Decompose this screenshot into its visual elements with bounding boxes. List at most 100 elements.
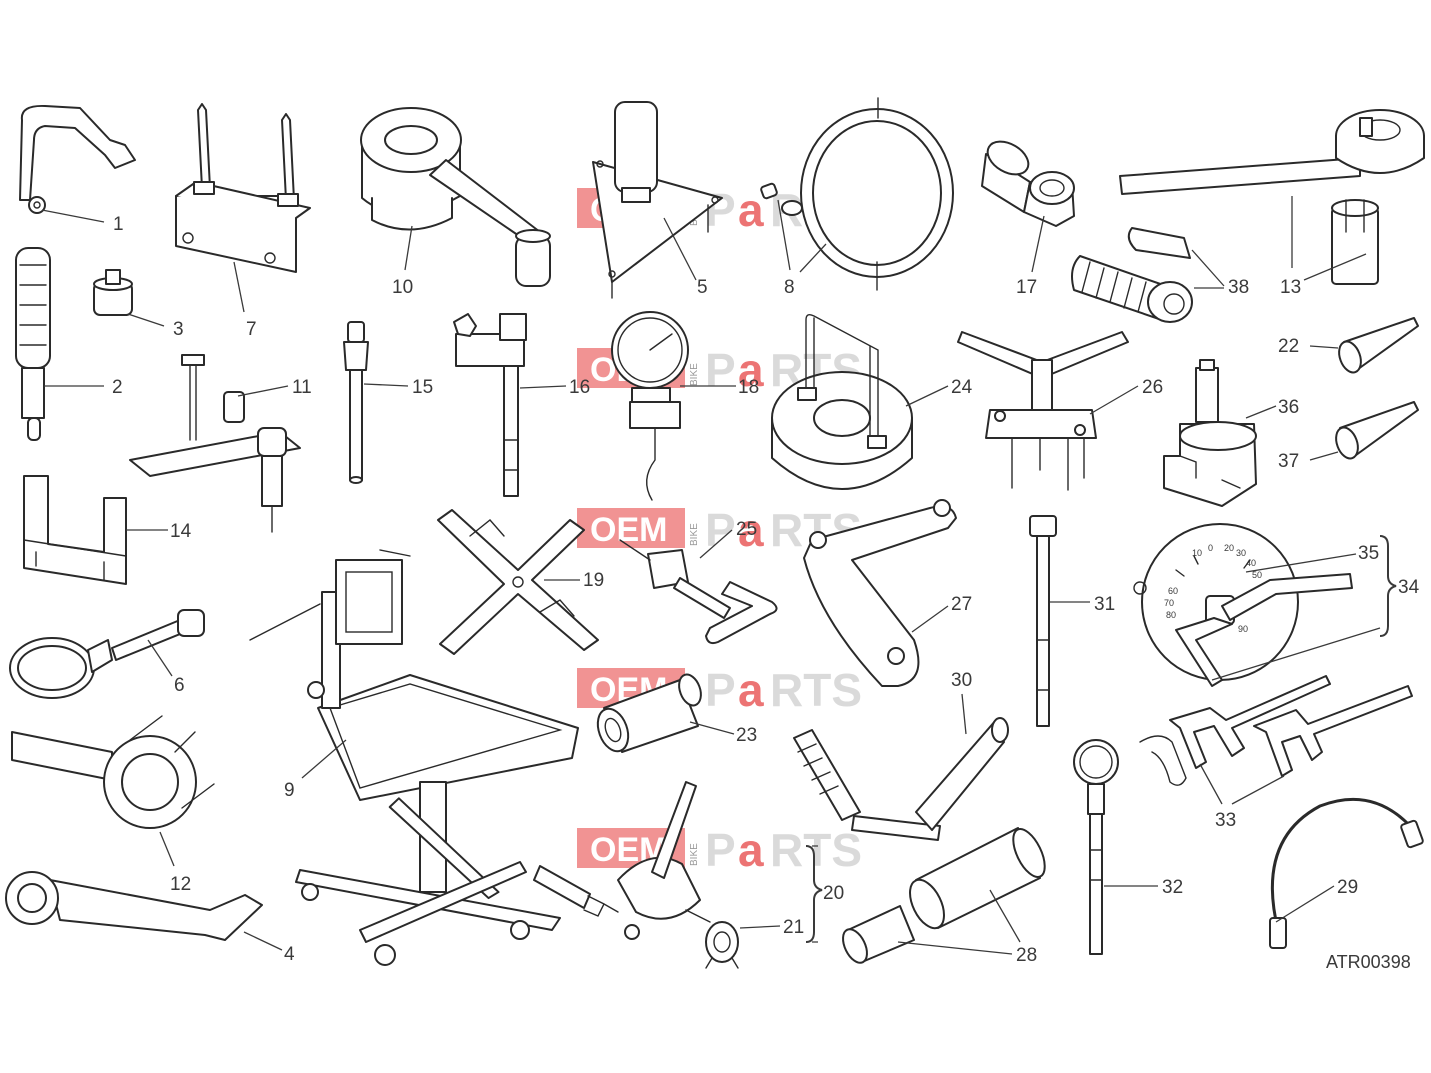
label-7: 7 xyxy=(246,319,257,340)
part-36-drawing xyxy=(1163,359,1257,507)
part-26-drawing xyxy=(957,331,1129,491)
label-16: 16 xyxy=(569,377,590,398)
label-31: 31 xyxy=(1094,594,1115,615)
part-33-drawing xyxy=(1139,675,1413,786)
part-23-drawing xyxy=(596,673,702,753)
part-15-drawing xyxy=(343,321,369,484)
part-11-drawing xyxy=(129,354,301,533)
label-14: 14 xyxy=(170,521,192,542)
leader-lines xyxy=(41,196,1397,955)
label-6: 6 xyxy=(174,675,185,696)
svg-text:a: a xyxy=(738,664,764,716)
svg-text:P: P xyxy=(705,184,736,236)
part-2-drawing xyxy=(15,247,51,441)
svg-text:BIKE: BIKE xyxy=(689,363,700,386)
label-8: 8 xyxy=(784,277,795,298)
part-20-drawing xyxy=(533,781,711,940)
svg-text:OEM: OEM xyxy=(590,511,667,549)
part-14-drawing xyxy=(23,475,127,585)
label-2: 2 xyxy=(112,377,123,398)
label-30: 30 xyxy=(951,670,972,691)
label-32: 32 xyxy=(1162,877,1183,898)
label-26: 26 xyxy=(1142,377,1163,398)
label-19: 19 xyxy=(583,570,604,591)
part-labels: 1 2 3 4 5 6 7 8 9 10 11 12 13 14 15 16 1… xyxy=(112,214,1420,972)
label-13: 13 xyxy=(1280,277,1301,298)
svg-text:RTS: RTS xyxy=(770,664,862,716)
label-4: 4 xyxy=(284,944,295,965)
drawing-code: ATR00398 xyxy=(1326,952,1411,972)
part-12-drawing xyxy=(11,715,215,829)
dial-tick-30: 30 xyxy=(1236,548,1246,558)
svg-text:a: a xyxy=(738,344,764,396)
label-34: 34 xyxy=(1398,577,1420,598)
dial-tick-70: 70 xyxy=(1164,598,1174,608)
dial-tick-50: 50 xyxy=(1252,570,1262,580)
part-16-drawing xyxy=(453,313,527,497)
part-13-drawing xyxy=(1119,109,1425,285)
part-19-drawing xyxy=(437,509,599,655)
label-38: 38 xyxy=(1228,277,1249,298)
svg-text:P: P xyxy=(705,344,736,396)
label-17: 17 xyxy=(1016,277,1037,298)
part-3-drawing xyxy=(93,269,133,316)
label-24: 24 xyxy=(951,377,973,398)
svg-text:RTS: RTS xyxy=(770,824,862,876)
label-37: 37 xyxy=(1278,451,1299,472)
svg-text:a: a xyxy=(738,184,764,236)
dial-tick-20: 20 xyxy=(1224,543,1234,553)
label-33: 33 xyxy=(1215,810,1236,831)
part-10-drawing xyxy=(360,107,551,287)
part-37-drawing xyxy=(1335,401,1419,460)
svg-text:P: P xyxy=(705,504,736,556)
svg-text:BIKE: BIKE xyxy=(689,523,700,546)
part-6-drawing xyxy=(9,609,205,699)
label-1: 1 xyxy=(113,214,124,235)
label-12: 12 xyxy=(170,874,191,895)
part-17-drawing xyxy=(981,140,1075,227)
part-27-drawing xyxy=(803,499,957,687)
label-28: 28 xyxy=(1016,945,1037,966)
part-7-drawing xyxy=(175,103,311,273)
part-18-drawing xyxy=(611,311,689,501)
label-3: 3 xyxy=(173,319,184,340)
part-21-drawing xyxy=(705,921,739,969)
part-38-drawing xyxy=(1071,227,1193,323)
dial-tick-80: 80 xyxy=(1166,610,1176,620)
label-11: 11 xyxy=(292,377,312,398)
part-25-drawing xyxy=(619,539,778,645)
watermark-5: OEM BIKE P a RTS xyxy=(577,824,862,876)
svg-text:a: a xyxy=(738,504,764,556)
svg-text:P: P xyxy=(705,824,736,876)
watermark-4: OEM BIKE P a RTS xyxy=(577,664,862,716)
dial-tick-10: 10 xyxy=(1192,548,1202,558)
label-10: 10 xyxy=(392,277,413,298)
part-30-drawing xyxy=(793,717,1009,841)
svg-text:BIKE: BIKE xyxy=(689,843,700,866)
part-34-drawing: 10 0 20 30 40 50 60 70 80 90 xyxy=(1133,523,1353,687)
part-4-drawing xyxy=(5,871,263,941)
label-21: 21 xyxy=(783,917,804,938)
label-25: 25 xyxy=(736,519,757,540)
label-36: 36 xyxy=(1278,397,1299,418)
part-32-drawing xyxy=(1073,739,1119,955)
label-27: 27 xyxy=(951,594,972,615)
label-35: 35 xyxy=(1358,543,1379,564)
part-31-drawing xyxy=(1029,515,1057,727)
dial-tick-60: 60 xyxy=(1168,586,1178,596)
part-28-drawing xyxy=(842,827,1046,964)
label-29: 29 xyxy=(1337,877,1358,898)
label-22: 22 xyxy=(1278,336,1299,357)
part-8-drawing xyxy=(760,97,954,291)
label-18: 18 xyxy=(738,377,759,398)
label-23: 23 xyxy=(736,725,757,746)
part-1-drawing xyxy=(19,104,136,214)
label-5: 5 xyxy=(697,277,708,298)
svg-text:a: a xyxy=(738,824,764,876)
dial-tick-0: 0 xyxy=(1208,543,1213,553)
label-15: 15 xyxy=(412,377,433,398)
label-9: 9 xyxy=(284,780,295,801)
dial-tick-90: 90 xyxy=(1238,624,1248,634)
